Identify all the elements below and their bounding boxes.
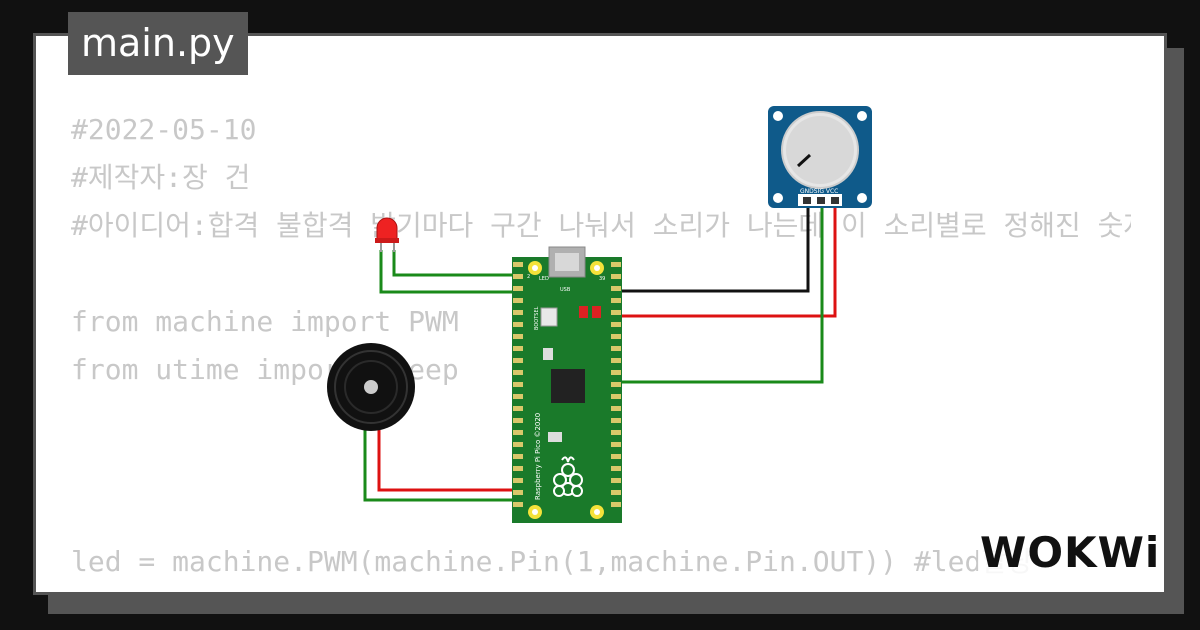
code-preview-card: #2022-05-10 #제작자:장 건 #아이디어:합격 불합격 밝기마다 구간 … [33, 33, 1167, 595]
code-line: from utime import sleep [71, 353, 459, 386]
code-line: potentiometer = machine.ADC(26) #가변저항 연결 [71, 586, 1131, 592]
code-line: from machine import PWM [71, 305, 459, 338]
code-line [71, 490, 1131, 538]
code-line [71, 394, 1131, 442]
code-line: #2022-05-10 [71, 113, 257, 146]
code-line: #제작자:장 건 [71, 161, 251, 194]
code-line: led = machine.PWM(machine.Pin(1,machine.… [71, 545, 1033, 578]
code-line [71, 250, 1131, 298]
file-tab[interactable]: main.py [68, 12, 248, 75]
code-line [71, 442, 1131, 490]
code-editor: #2022-05-10 #제작자:장 건 #아이디어:합격 불합격 밝기마다 구간 … [71, 106, 1131, 592]
wokwi-logo: WOKWi [978, 528, 1163, 578]
code-line: #아이디어:합격 불합격 밝기마다 구간 나눠서 소리가 나는데 이 소리별로 … [71, 209, 1131, 242]
